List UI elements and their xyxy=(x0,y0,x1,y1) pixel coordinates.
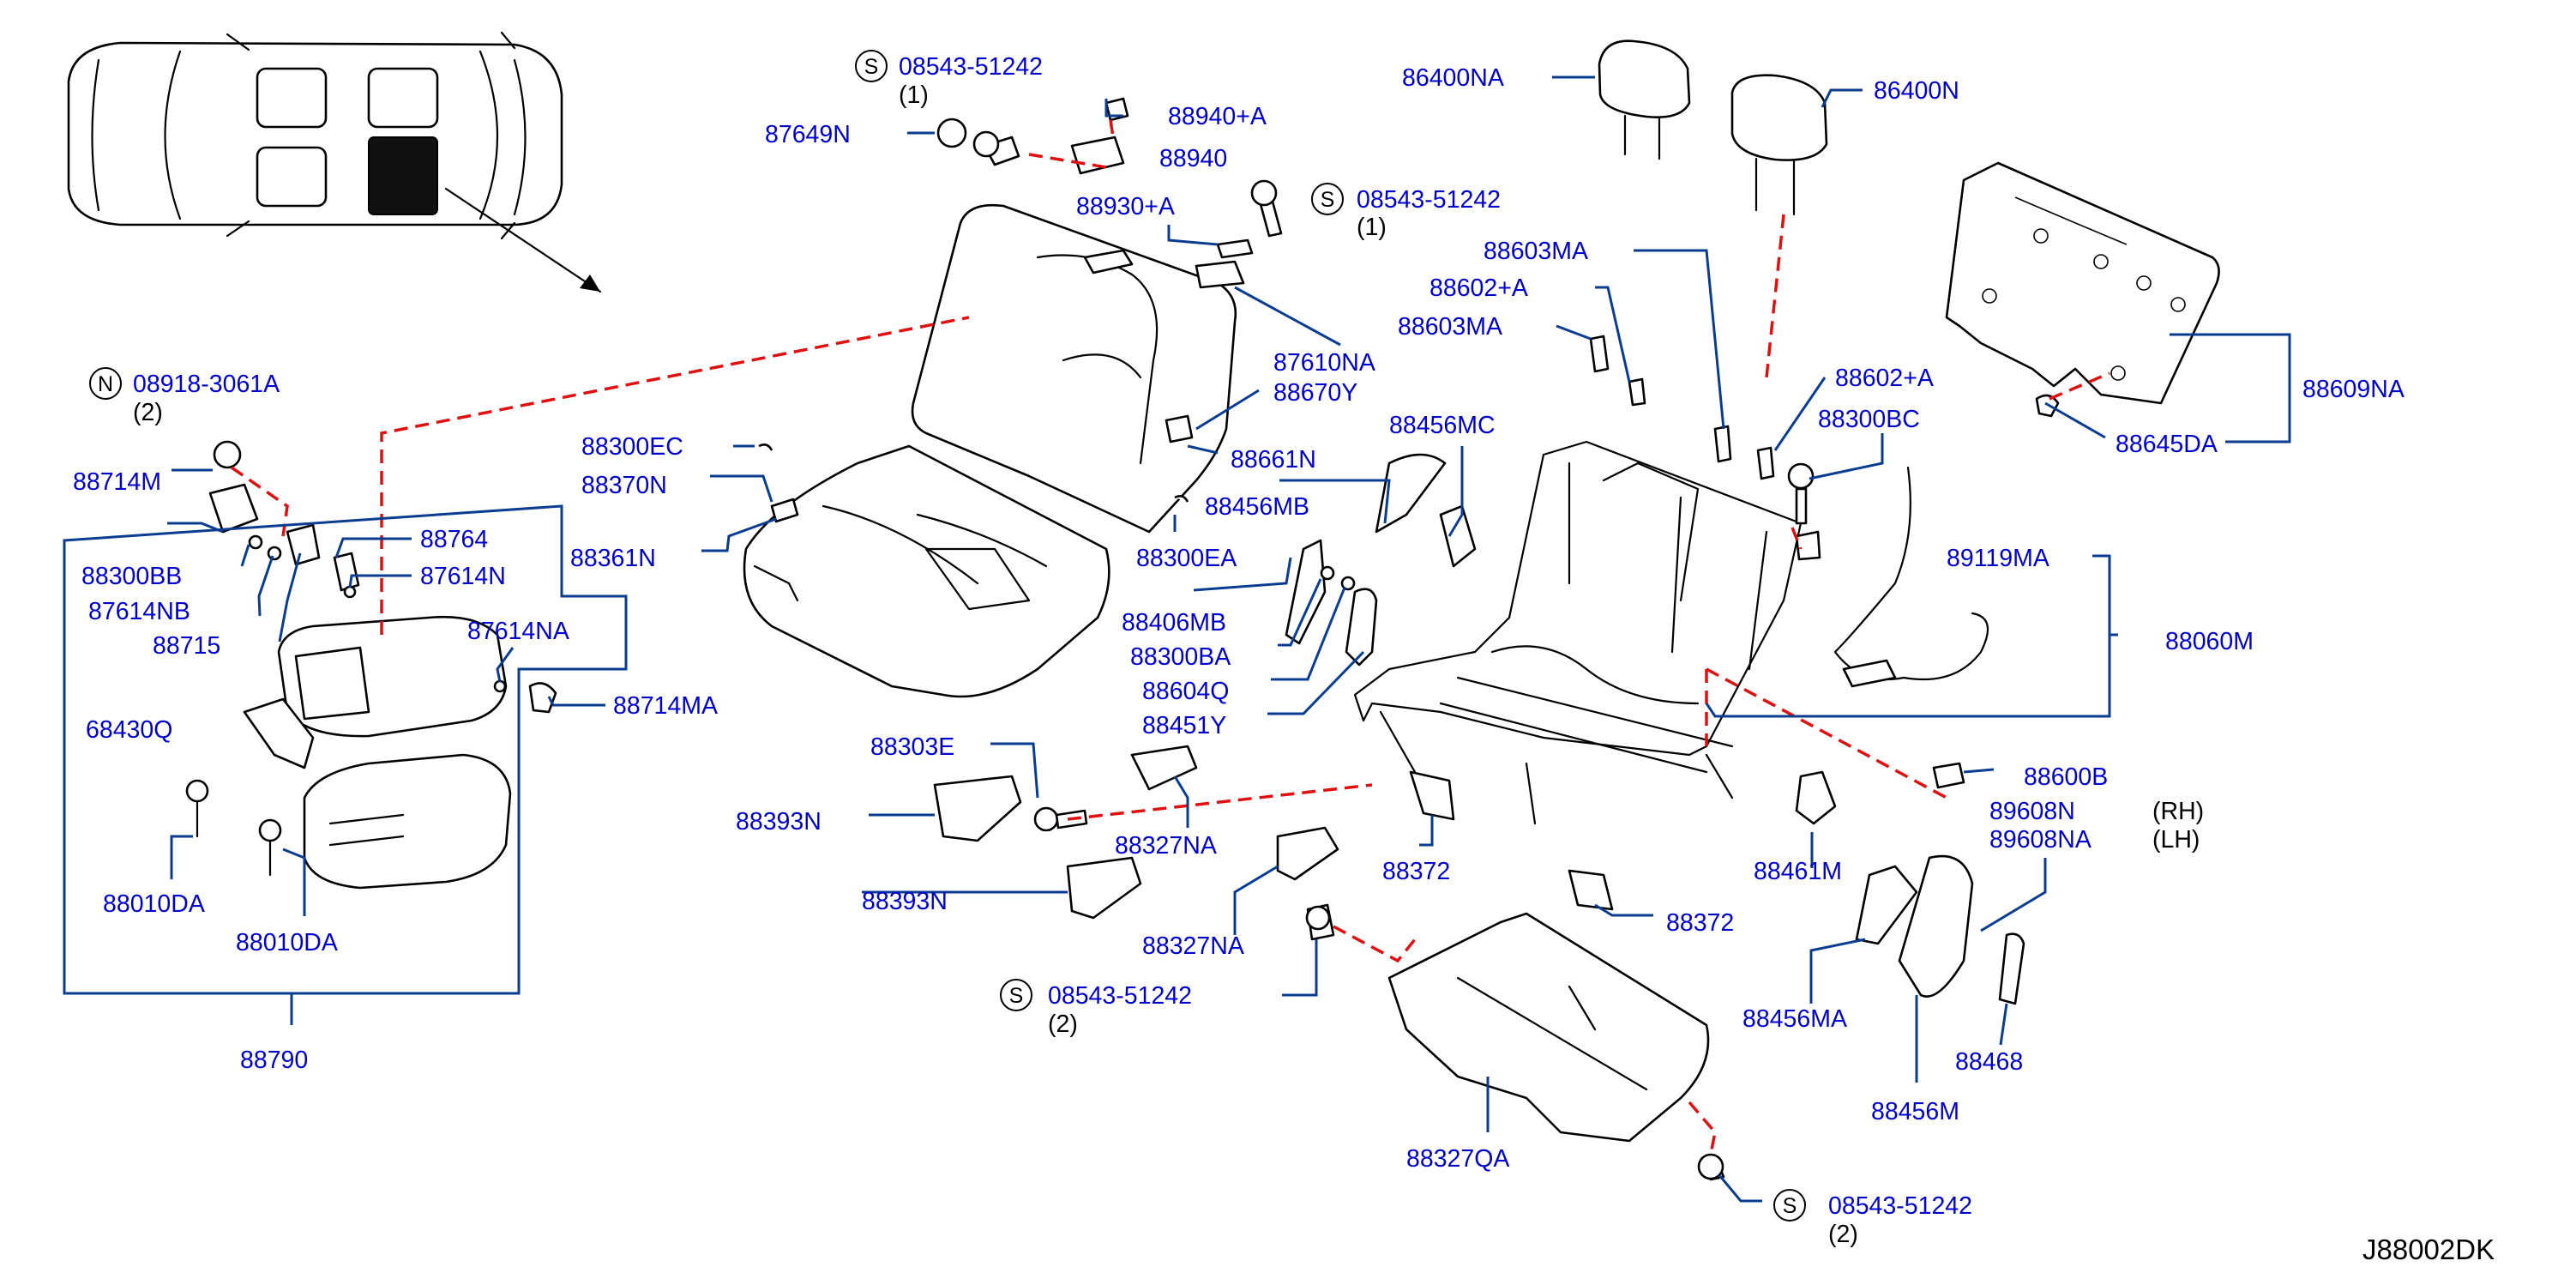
label-88327NA-lower: 88327NA xyxy=(1142,932,1244,960)
svg-text:N: N xyxy=(98,372,113,396)
label-88930A: 88930+A xyxy=(1076,193,1175,220)
label-88300EA: 88300EA xyxy=(1136,545,1237,572)
armrest-assembly-drawing xyxy=(185,440,557,890)
label-88393N-lower: 88393N xyxy=(862,888,948,915)
label-88600B: 88600B xyxy=(2024,763,2108,791)
wire-harness-89119MA-drawing xyxy=(1833,466,1989,688)
label-88714M: 88714M xyxy=(73,468,161,496)
label-88060M: 88060M xyxy=(2165,628,2254,655)
label-08543-51242-top: 08543-51242 xyxy=(899,53,1043,81)
label-88603MA-bottom: 88603MA xyxy=(1398,313,1502,341)
label-88010DA-right: 88010DA xyxy=(236,929,338,956)
screw-symbol-4: S xyxy=(1773,1189,1806,1222)
label-88461M: 88461M xyxy=(1754,858,1842,885)
vehicle-locator-illustration xyxy=(67,31,602,293)
label-88010DA-left: 88010DA xyxy=(103,890,205,918)
label-08543-51242-lower-left: 08543-51242 xyxy=(1048,982,1192,1010)
label-87610NA: 87610NA xyxy=(1273,349,1375,377)
label-08543-51242-lower-right: 08543-51242 xyxy=(1828,1192,1972,1220)
label-88940: 88940 xyxy=(1159,145,1227,172)
label-88456MC: 88456MC xyxy=(1389,412,1496,439)
label-88603MA-top: 88603MA xyxy=(1484,238,1588,265)
headrest-86400N-drawing xyxy=(1730,74,1828,216)
label-86400NA: 86400NA xyxy=(1402,64,1504,92)
label-88327NA-upper: 88327NA xyxy=(1115,832,1217,860)
label-qty-top: (1) xyxy=(899,81,929,109)
label-qty-mid: (1) xyxy=(1357,214,1387,241)
label-88406MB: 88406MB xyxy=(1122,609,1226,636)
label-qty-lower-right: (2) xyxy=(1828,1221,1858,1248)
label-88327QA: 88327QA xyxy=(1406,1145,1509,1173)
label-89608NA: 89608NA xyxy=(1989,826,2091,854)
label-88303E: 88303E xyxy=(870,733,954,761)
label-88372-right: 88372 xyxy=(1666,909,1734,937)
screw-symbol-1: S xyxy=(855,50,888,82)
diagram-code: J88002DK xyxy=(2362,1234,2495,1265)
label-88300EC: 88300EC xyxy=(581,433,683,461)
label-88456M: 88456M xyxy=(1871,1098,1959,1125)
label-88372-left: 88372 xyxy=(1382,858,1450,885)
label-88604Q: 88604Q xyxy=(1142,678,1229,705)
label-08918-3061A: 08918-3061A xyxy=(133,371,280,398)
label-88715: 88715 xyxy=(153,632,220,660)
label-88361N: 88361N xyxy=(570,545,656,572)
red-dashed-alignment-lines xyxy=(231,119,2110,1155)
label-88670Y: 88670Y xyxy=(1273,379,1357,407)
label-lh: (LH) xyxy=(2152,826,2200,854)
screw-symbol-2: S xyxy=(1311,183,1344,215)
headrest-86400NA-drawing xyxy=(1598,39,1691,160)
callout-leader-lines xyxy=(63,75,2291,1203)
label-68430Q: 68430Q xyxy=(86,716,172,744)
nut-symbol: N xyxy=(89,367,122,400)
label-88940A: 88940+A xyxy=(1168,103,1267,130)
label-87614NA: 87614NA xyxy=(467,618,569,645)
label-qty-nut: (2) xyxy=(133,399,163,426)
label-88645DA: 88645DA xyxy=(2116,431,2218,458)
label-88602A-right: 88602+A xyxy=(1835,365,1934,392)
label-88370N: 88370N xyxy=(581,472,667,499)
label-88661N: 88661N xyxy=(1231,446,1316,474)
svg-text:S: S xyxy=(1009,984,1024,1008)
label-88300BB: 88300BB xyxy=(81,563,182,590)
label-87614NB: 87614NB xyxy=(88,598,190,625)
rear-seat-back-drawing xyxy=(911,203,1237,534)
svg-text:S: S xyxy=(1321,188,1335,212)
label-87614N: 87614N xyxy=(420,563,506,590)
label-88468: 88468 xyxy=(1955,1048,2023,1076)
label-88456MA: 88456MA xyxy=(1742,1005,1847,1033)
label-88764: 88764 xyxy=(420,526,488,553)
back-panel-88609NA-drawing xyxy=(1945,161,2220,405)
label-88602A-left: 88602+A xyxy=(1429,275,1528,302)
label-88300BA: 88300BA xyxy=(1130,643,1231,671)
label-88609NA: 88609NA xyxy=(2302,376,2404,403)
seat-frame-88060M-drawing xyxy=(1353,440,1803,825)
part-labels: 08543-51242 (1) 87649N 88940+A 88940 889… xyxy=(73,53,2404,1248)
screw-symbol-3: S xyxy=(1000,979,1032,1011)
svg-text:S: S xyxy=(1783,1194,1797,1218)
label-08543-51242-mid: 08543-51242 xyxy=(1357,186,1501,214)
label-87649N: 87649N xyxy=(765,121,851,148)
label-88393N-upper: 88393N xyxy=(736,808,822,836)
label-88451Y: 88451Y xyxy=(1142,712,1226,739)
rear-seat-cushion-drawing xyxy=(743,444,1110,698)
label-88456MB: 88456MB xyxy=(1205,493,1309,521)
label-qty-lower-left: (2) xyxy=(1048,1011,1078,1038)
label-89608N: 89608N xyxy=(1989,798,2075,825)
label-rh: (RH) xyxy=(2152,798,2204,825)
svg-text:S: S xyxy=(864,55,879,79)
label-88300BC: 88300BC xyxy=(1818,406,1920,433)
label-88714MA: 88714MA xyxy=(613,692,718,720)
label-86400N: 86400N xyxy=(1874,77,1959,105)
label-89119MA: 89119MA xyxy=(1947,545,2049,572)
label-88790: 88790 xyxy=(240,1047,308,1074)
